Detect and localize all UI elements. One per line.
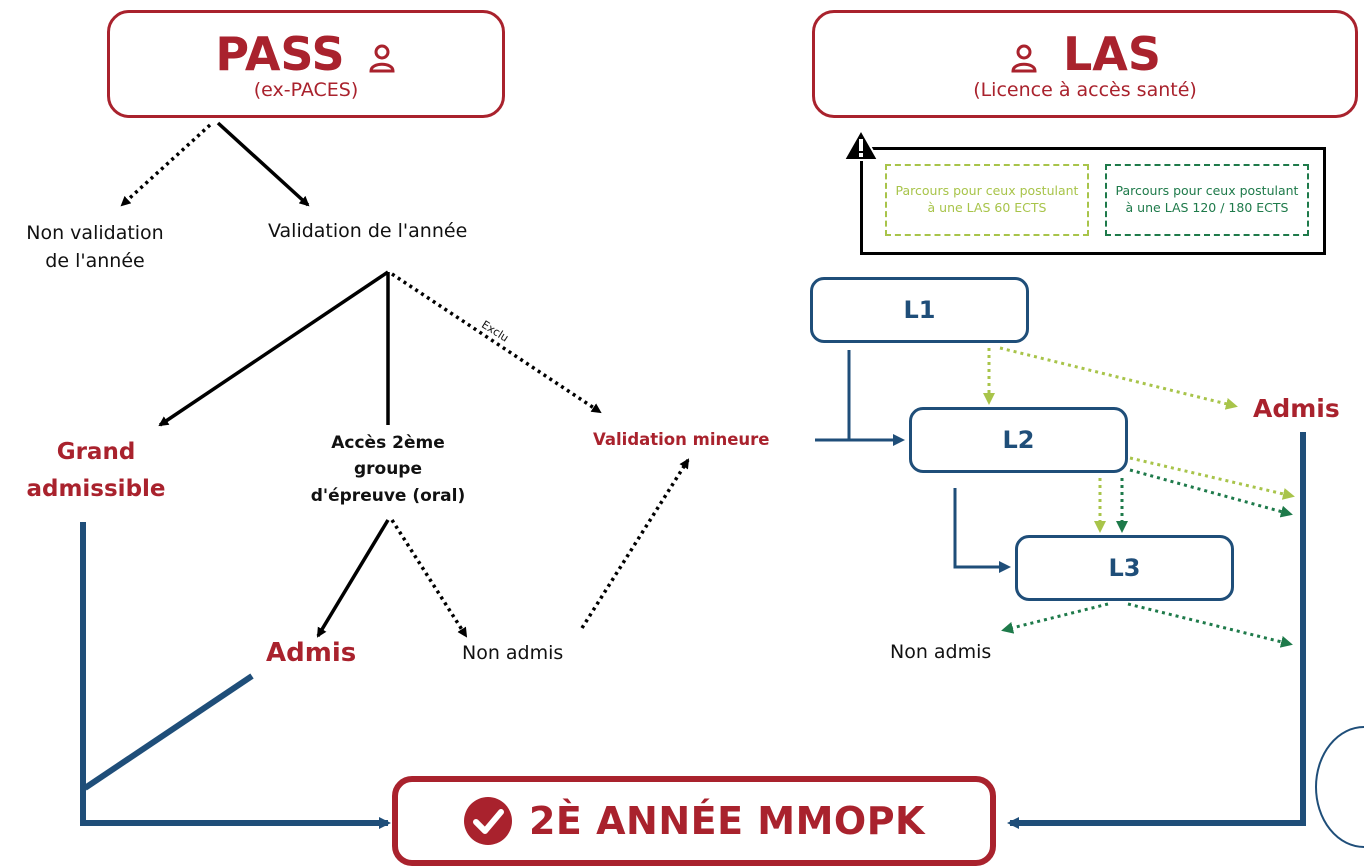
las-box: LAS (Licence à accès santé): [812, 10, 1358, 118]
non-validation-label-2: de l'année: [45, 249, 145, 272]
non-admis-left-label: Non admis: [462, 642, 564, 664]
admis-right-label: Admis: [1253, 394, 1340, 423]
legend-las120-text: Parcours pour ceux postulant à une LAS 1…: [1115, 183, 1299, 215]
validation-label: Validation de l'année: [268, 220, 468, 242]
arrow-l2-l3-navy: [953, 488, 1011, 573]
arrow-l3-right: [1127, 602, 1293, 648]
validation-mineure-label: Validation mineure: [593, 430, 770, 449]
line-admis-to-final: [83, 673, 254, 791]
arrow-oral-admis: [316, 519, 390, 638]
arrow-validation-mineure: [391, 272, 602, 414]
final-box: 2È ANNÉE MMOPK: [392, 776, 996, 866]
legend-las60-text: Parcours pour ceux postulant à une LAS 6…: [895, 183, 1079, 215]
decorative-arc: [1315, 726, 1364, 848]
line-grand-to-final: [80, 522, 391, 829]
pass-box: PASS (ex-PACES): [107, 10, 505, 118]
final-label: 2È ANNÉE MMOPK: [528, 799, 926, 843]
l3-box: L3: [1015, 535, 1234, 601]
pass-subtitle: (ex-PACES): [253, 79, 359, 101]
legend-box: Parcours pour ceux postulant à une LAS 6…: [860, 147, 1326, 255]
l2-box: L2: [909, 407, 1128, 473]
arrow-validation-grand: [158, 270, 389, 427]
acces-label-1: Accès 2ème: [331, 433, 445, 453]
line-admis-las-to-final: [1007, 432, 1306, 829]
arrow-l2-right-darkgreen: [1129, 468, 1293, 518]
arrow-pass-validation: [216, 121, 310, 207]
legend-las120: Parcours pour ceux postulant à une LAS 1…: [1105, 164, 1309, 236]
arrow-l1-admis-green: [999, 346, 1238, 410]
admis-left-label: Admis: [266, 638, 357, 668]
person-icon: [1011, 44, 1037, 72]
pass-title: PASS: [215, 27, 345, 81]
l1-box: L1: [810, 277, 1029, 343]
grand-admissible-label-2: admissible: [26, 475, 166, 502]
grand-admissible-label-1: Grand: [56, 439, 136, 465]
arrow-l2-right-green: [1129, 456, 1295, 500]
person-icon: [369, 44, 395, 72]
acces-label-3: d'épreuve (oral): [310, 485, 466, 506]
legend-las60: Parcours pour ceux postulant à une LAS 6…: [885, 164, 1089, 236]
non-admis-right-label: Non admis: [890, 641, 992, 663]
las-title: LAS: [1062, 27, 1162, 81]
l1-label: L1: [903, 296, 936, 324]
arrow-l3-non-admis: [1001, 602, 1109, 634]
l3-label: L3: [1108, 554, 1141, 582]
arrow-pass-non-validation: [120, 123, 212, 207]
acces-label-2: groupe: [353, 459, 423, 480]
non-validation-label-1: Non validation: [26, 222, 164, 244]
las-subtitle: (Licence à accès santé): [973, 79, 1197, 101]
l2-label: L2: [1002, 426, 1035, 454]
check-circle-icon: [463, 797, 512, 845]
warning-icon: [843, 129, 879, 161]
arrow-oral-non-admis: [390, 519, 468, 638]
arrow-non-admis-mineure: [580, 458, 690, 629]
